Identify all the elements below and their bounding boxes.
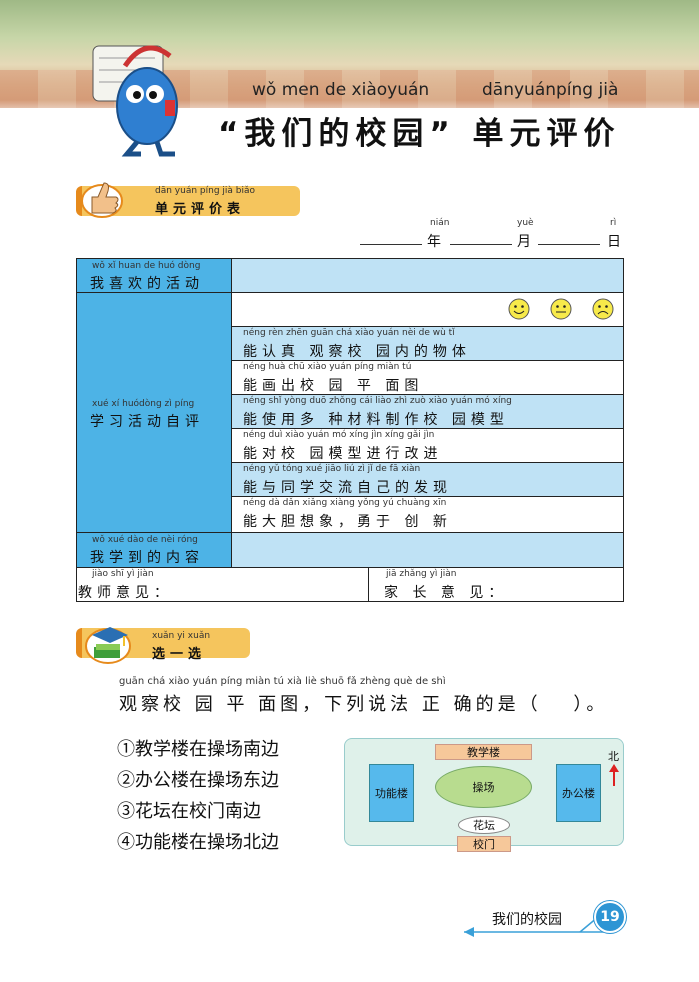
option-2[interactable]: ②办公楼在操场东边: [117, 770, 279, 791]
item-row-1[interactable]: [231, 326, 623, 360]
graduation-cap-icon: [85, 627, 131, 664]
item3-pinyin: néng shǐ yòng duō zhǒng cái liào zhì zuò…: [243, 396, 512, 406]
sad-face-icon[interactable]: [592, 298, 614, 320]
item2-label: 能画出校 园 平 面图: [243, 378, 424, 394]
teacher-opinion-label: 教师意见：: [78, 585, 173, 601]
mascot-icon: [92, 45, 178, 157]
north-label: 北: [608, 750, 619, 763]
item-row-6[interactable]: [231, 496, 623, 532]
office-building: 办公楼: [556, 764, 601, 822]
year-label: 年: [427, 234, 441, 250]
footer-label: 我们的校园: [492, 912, 562, 928]
row1-pinyin: wǒ xǐ huan de huó dòng: [92, 261, 201, 271]
row3-label: 我学到的内容: [90, 550, 204, 566]
item1-pinyin: néng rèn zhēn guān chá xiào yuán nèi de …: [243, 328, 455, 338]
item6-label: 能大胆想象，勇于 创 新: [243, 514, 452, 530]
item5-label: 能与同学交流自己的发现: [243, 480, 452, 496]
activity-answer-cell[interactable]: [231, 258, 623, 292]
item-row-3[interactable]: [231, 394, 623, 428]
day-blank[interactable]: [538, 244, 600, 245]
item1-label: 能认真 观察校 园内的物体: [243, 344, 471, 360]
page-title: “我们的校园” 单元评价: [218, 116, 621, 152]
item3-label: 能使用多 种材料制作校 园模型: [243, 412, 509, 428]
month-label: 月: [517, 234, 531, 250]
item4-label: 能对校 园模型进行改进: [243, 446, 443, 462]
row2-pinyin: xué xí huódòng zì píng: [92, 399, 195, 409]
page-number: 19: [594, 901, 626, 933]
parent-opinion-label: 家 长 意 见：: [384, 585, 508, 601]
option-3[interactable]: ③花坛在校门南边: [117, 801, 261, 822]
day-pinyin: rì: [610, 218, 617, 228]
playground: 操场: [435, 766, 532, 808]
parent-pinyin: jiā zhǎng yì jiàn: [386, 569, 457, 579]
option-4[interactable]: ④功能楼在操场北边: [117, 832, 279, 853]
item4-pinyin: néng duì xiào yuán mó xíng jìn xíng gǎi …: [243, 430, 435, 440]
north-arrow-icon: [609, 764, 619, 786]
item5-pinyin: néng yǔ tóng xué jiāo liú zì jǐ de fā xi…: [243, 464, 421, 474]
smile-face-icon[interactable]: [508, 298, 530, 320]
year-blank[interactable]: [360, 244, 422, 245]
function-building: 功能楼: [369, 764, 414, 822]
eval-tag-pinyin: dān yuán píng jià biǎo: [155, 186, 256, 196]
school-gate: 校门: [457, 836, 511, 852]
month-blank[interactable]: [450, 244, 512, 245]
teaching-building: 教学楼: [435, 744, 532, 760]
row3-pinyin: wǒ xué dào de nèi róng: [92, 535, 198, 545]
flower-garden: 花坛: [458, 816, 510, 834]
title-pinyin-right: dānyuánpíng jià: [482, 80, 619, 100]
learned-answer-cell[interactable]: [231, 532, 623, 567]
day-label: 日: [607, 234, 621, 250]
teacher-pinyin: jiào shī yì jiàn: [92, 569, 154, 579]
row1-label: 我喜欢的活动: [90, 276, 204, 292]
year-pinyin: nián: [430, 218, 450, 228]
row2-label: 学习活动自评: [90, 414, 204, 430]
choose-tag-label: 选一选: [152, 647, 207, 662]
item6-pinyin: néng dà dǎn xiǎng xiàng yǒng yú chuàng x…: [243, 498, 447, 508]
item-row-4[interactable]: [231, 428, 623, 462]
opinion-row: [76, 567, 623, 601]
item2-pinyin: néng huà chū xiào yuán píng miàn tú: [243, 362, 412, 372]
question-text: 观察校 园 平 面图，下列说法 正 确的是（ ）。: [119, 694, 609, 715]
thumbs-up-icon: [81, 182, 123, 218]
face-icons: [508, 298, 614, 320]
item-row-2[interactable]: [231, 360, 623, 394]
option-1[interactable]: ①教学楼在操场南边: [117, 739, 279, 760]
eval-tag-label: 单元评价表: [155, 202, 246, 217]
month-pinyin: yuè: [517, 218, 534, 228]
question-pinyin: guān chá xiào yuán píng miàn tú xià liè …: [119, 676, 446, 687]
title-pinyin-left: wǒ men de xiàoyuán: [252, 80, 430, 100]
item-row-5[interactable]: [231, 462, 623, 496]
choose-tag-pinyin: xuǎn yi xuǎn: [152, 631, 211, 641]
neutral-face-icon[interactable]: [550, 298, 572, 320]
